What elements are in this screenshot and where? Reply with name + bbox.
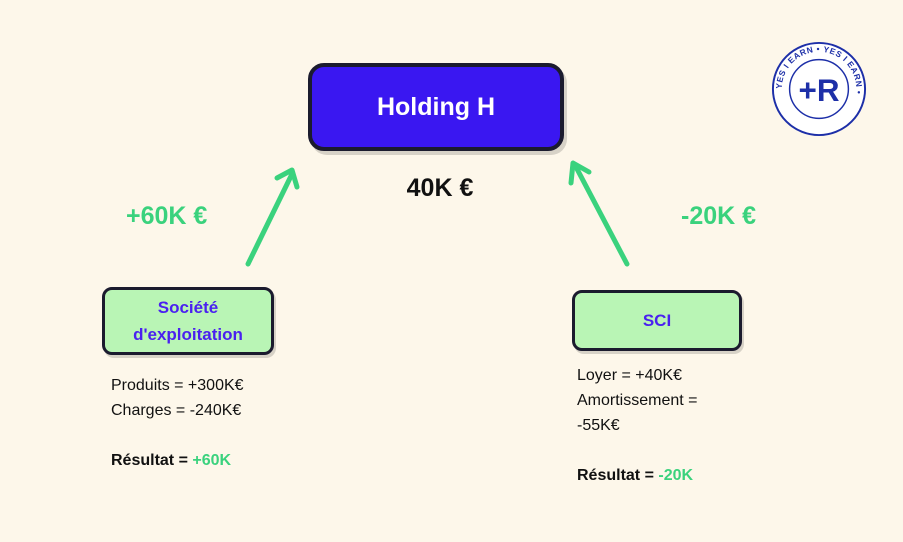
detail-line: Produits = +300K€ bbox=[111, 377, 244, 394]
right-arrow-icon bbox=[568, 160, 630, 267]
right-flow-amount: -20K € bbox=[681, 202, 757, 230]
left-arrow-icon bbox=[245, 167, 300, 267]
result-label: Résultat = bbox=[111, 452, 193, 469]
detail-line: -55K€ bbox=[577, 417, 620, 434]
holding-value: 40K € bbox=[406, 174, 474, 202]
detail-line: Loyer = +40K€ bbox=[577, 367, 682, 384]
left-flow-amount: +60K € bbox=[126, 202, 208, 230]
entity-sci-label: SCI bbox=[642, 311, 672, 330]
detail-line: Amortissement = bbox=[577, 392, 698, 409]
holding-node: Holding H bbox=[308, 63, 564, 151]
entity-operating-company-label: Société d'exploitation bbox=[133, 298, 243, 344]
result-line: Résultat = -20K bbox=[577, 463, 737, 488]
brand-seal-icon: YES I EARN • YES I EARN • +R bbox=[771, 41, 867, 137]
holding-label: Holding H bbox=[376, 92, 496, 121]
entity-operating-company: Société d'exploitation bbox=[102, 287, 274, 355]
sci-details: Loyer = +40K€ Amortissement = -55K€ Résu… bbox=[577, 363, 737, 488]
result-value: +60K bbox=[192, 452, 232, 469]
detail-line: Charges = -240K€ bbox=[111, 402, 242, 419]
result-label: Résultat = bbox=[577, 467, 659, 484]
entity-sci: SCI bbox=[572, 290, 742, 351]
result-line: Résultat = +60K bbox=[111, 448, 331, 473]
svg-text:+R: +R bbox=[799, 73, 840, 108]
operating-company-details: Produits = +300K€ Charges = -240K€ Résul… bbox=[111, 373, 331, 473]
result-value: -20K bbox=[658, 467, 694, 484]
